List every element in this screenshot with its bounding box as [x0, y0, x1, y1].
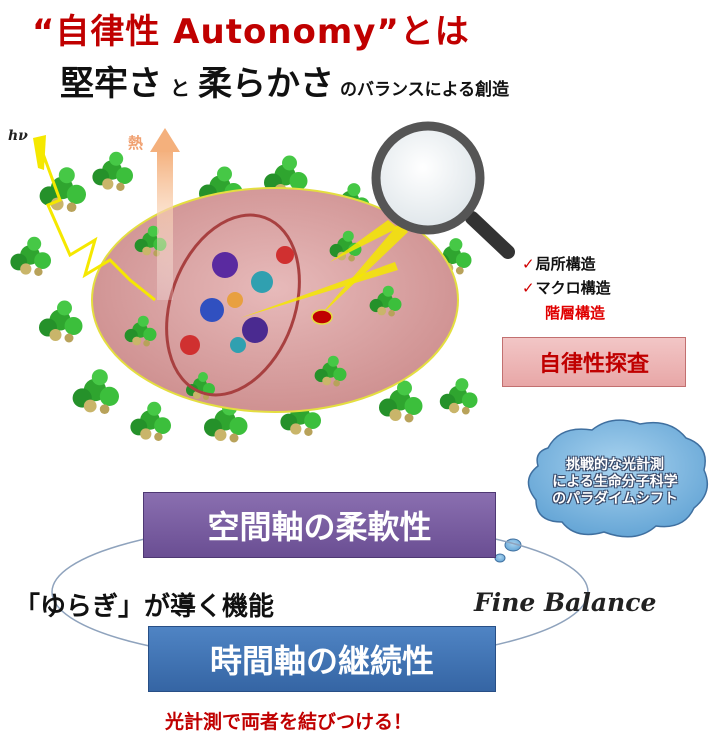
beam-3 — [240, 262, 398, 318]
hierarchy-label: 階層構造 — [545, 304, 606, 322]
beam-2 — [318, 222, 408, 318]
fluctuation-function-label: 「ゆらぎ」が導く機能 — [14, 592, 275, 622]
title-word-hard: 堅牢さ — [60, 64, 162, 104]
check-mark-icon: ✓ — [522, 255, 535, 273]
check-item-local: ✓局所構造 — [522, 255, 596, 273]
structure-check-list: ✓局所構造 ✓マクロ構造 — [522, 252, 611, 300]
cell-body — [91, 187, 459, 413]
hv-label: hν — [8, 128, 28, 144]
check-mark-icon: ✓ — [522, 279, 535, 297]
title-suffix: のバランスによる創造 — [340, 80, 510, 100]
autonomy-exploration-box: 自律性探査 — [502, 337, 686, 387]
light-lightning — [33, 135, 156, 302]
spatial-axis-box: 空間軸の柔軟性 — [143, 492, 496, 558]
title-line1: “自律性 Autonomy”とは — [32, 12, 470, 52]
central-complex-ring — [165, 213, 301, 397]
focus-spot — [311, 309, 333, 325]
heat-label: 熱 — [128, 134, 144, 152]
temporal-axis-box: 時間軸の継続性 — [148, 626, 496, 692]
thought-cloud — [494, 419, 709, 563]
heat-arrow — [150, 128, 180, 300]
fine-balance-label: Fine Balance — [474, 588, 657, 617]
central-complex — [180, 246, 294, 355]
title-and: と — [170, 76, 190, 100]
check-item-macro: ✓マクロ構造 — [522, 279, 611, 297]
bottom-caption: 光計測で両者を結びつける！ — [165, 711, 413, 733]
magnifier-icon — [371, 121, 515, 259]
title-line2: 堅牢さと柔らかさのバランスによる創造 — [60, 56, 509, 105]
title-word-soft: 柔らかさ — [198, 64, 334, 104]
beam-1 — [330, 220, 398, 262]
cloud-text: 挑戦的な光計測 による生命分子科学 のパラダイムシフト — [552, 457, 678, 507]
